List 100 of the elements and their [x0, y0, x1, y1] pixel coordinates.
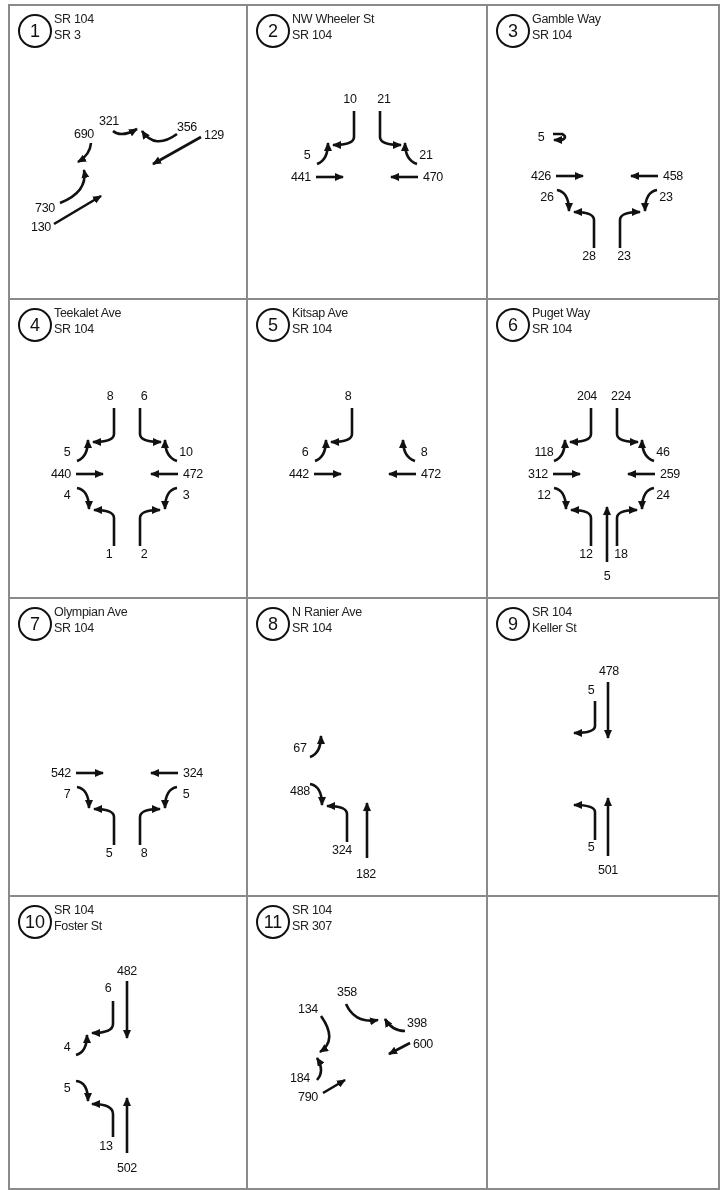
street-name: SR 104 — [292, 621, 332, 635]
volume-count: 1 — [105, 547, 113, 561]
intersection-number: 9 — [496, 607, 530, 641]
volume-count: 24 — [656, 488, 670, 502]
volume-count: 67 — [293, 741, 307, 755]
street-name: SR 104 — [292, 322, 332, 336]
street-name: Olympian Ave — [54, 605, 128, 619]
volume-count: 398 — [407, 1016, 427, 1030]
volume-count: 472 — [183, 467, 203, 481]
intersection-number: 4 — [18, 308, 52, 342]
volume-count: 28 — [582, 249, 596, 263]
street-name: NW Wheeler St — [292, 12, 375, 26]
volume-count: 4 — [63, 1040, 71, 1054]
intersection-number: 2 — [256, 14, 290, 48]
volume-count: 21 — [419, 148, 433, 162]
intersection-number: 5 — [256, 308, 290, 342]
street-name: SR 104 — [532, 322, 572, 336]
volume-count: 470 — [423, 170, 443, 184]
volume-count: 10 — [179, 445, 193, 459]
volume-count: 23 — [617, 249, 631, 263]
volume-count: 8 — [420, 445, 428, 459]
volume-count: 12 — [579, 547, 593, 561]
intersection-number: 1 — [18, 14, 52, 48]
volume-count: 182 — [356, 867, 376, 881]
volume-count: 324 — [332, 843, 352, 857]
volume-count: 441 — [291, 170, 311, 184]
street-name: SR 307 — [292, 919, 332, 933]
volume-count: 204 — [577, 389, 597, 403]
volume-count: 26 — [540, 190, 554, 204]
street-name: SR 104 — [532, 605, 572, 619]
volume-count: 4 — [63, 488, 71, 502]
volume-count: 134 — [298, 1002, 318, 1016]
volume-count: 790 — [298, 1090, 318, 1104]
street-name: SR 104 — [292, 903, 332, 917]
volume-count: 18 — [614, 547, 628, 561]
volume-count: 2 — [140, 547, 148, 561]
volume-count: 8 — [140, 846, 148, 860]
volume-count: 5 — [63, 445, 71, 459]
volume-count: 5 — [587, 683, 595, 697]
intersection-panel — [8, 895, 248, 1190]
volume-count: 224 — [611, 389, 631, 403]
street-name: SR 104 — [292, 28, 332, 42]
intersection-panel — [8, 4, 248, 300]
volume-count: 321 — [99, 114, 119, 128]
street-name: Foster St — [54, 919, 102, 933]
volume-count: 5 — [587, 840, 595, 854]
volume-count: 426 — [531, 169, 551, 183]
street-name: SR 104 — [54, 322, 94, 336]
volume-count: 8 — [106, 389, 114, 403]
street-name: Puget Way — [532, 306, 590, 320]
volume-count: 458 — [663, 169, 683, 183]
volume-count: 5 — [537, 130, 545, 144]
intersection-number: 11 — [256, 905, 290, 939]
volume-count: 358 — [337, 985, 357, 999]
street-name: Kitsap Ave — [292, 306, 348, 320]
street-name: SR 104 — [54, 621, 94, 635]
volume-count: 478 — [599, 664, 619, 678]
volume-count: 23 — [659, 190, 673, 204]
volume-count: 5 — [63, 1081, 71, 1095]
volume-count: 5 — [603, 569, 611, 583]
street-name: N Ranier Ave — [292, 605, 362, 619]
volume-count: 324 — [183, 766, 203, 780]
intersection-number: 7 — [18, 607, 52, 641]
volume-count: 5 — [182, 787, 190, 801]
street-name: SR 104 — [54, 903, 94, 917]
volume-count: 6 — [301, 445, 309, 459]
volume-count: 312 — [528, 467, 548, 481]
street-name: SR 3 — [54, 28, 81, 42]
volume-count: 600 — [413, 1037, 433, 1051]
intersection-number: 10 — [18, 905, 52, 939]
volume-count: 542 — [51, 766, 71, 780]
intersection-number: 3 — [496, 14, 530, 48]
volume-count: 129 — [204, 128, 224, 142]
street-name: SR 104 — [532, 28, 572, 42]
volume-count: 6 — [140, 389, 148, 403]
intersection-number: 8 — [256, 607, 290, 641]
volume-count: 13 — [99, 1139, 113, 1153]
volume-count: 442 — [289, 467, 309, 481]
volume-count: 259 — [660, 467, 680, 481]
volume-count: 440 — [51, 467, 71, 481]
volume-count: 488 — [290, 784, 310, 798]
volume-count: 5 — [105, 846, 113, 860]
volume-count: 730 — [35, 201, 55, 215]
volume-count: 21 — [377, 92, 391, 106]
street-name: Teekalet Ave — [54, 306, 122, 320]
volume-count: 8 — [344, 389, 352, 403]
volume-count: 482 — [117, 964, 137, 978]
volume-count: 12 — [537, 488, 551, 502]
street-name: SR 104 — [54, 12, 94, 26]
volume-count: 356 — [177, 120, 197, 134]
volume-count: 118 — [534, 445, 554, 459]
volume-count: 472 — [421, 467, 441, 481]
volume-count: 3 — [182, 488, 190, 502]
volume-count: 690 — [74, 127, 94, 141]
intersection-number: 6 — [496, 308, 530, 342]
street-name: Gamble Way — [532, 12, 601, 26]
volume-count: 46 — [656, 445, 670, 459]
volume-count: 130 — [31, 220, 51, 234]
volume-count: 501 — [598, 863, 618, 877]
street-name: Keller St — [532, 621, 577, 635]
